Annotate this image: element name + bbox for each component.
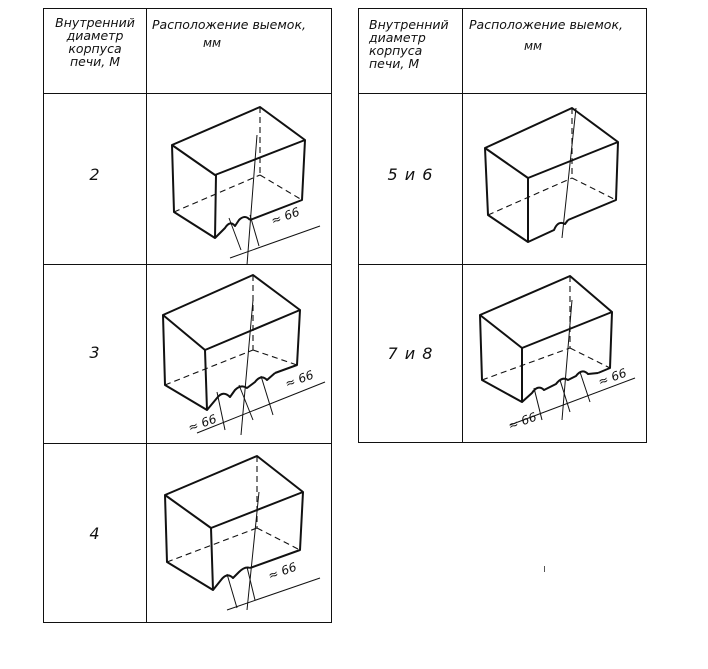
box-right-edge <box>249 139 306 221</box>
extension-line-3 <box>579 371 591 403</box>
right-table: Внутренний диаметр корпуса печи, М Распо… <box>358 8 647 443</box>
hidden-edge-bottom-right <box>256 527 301 551</box>
extension-line-1 <box>228 217 242 251</box>
box-left-face <box>162 314 208 411</box>
right-table-column-divider <box>462 9 463 442</box>
box-right-edge <box>597 311 613 374</box>
right-header-inner-diameter: Внутренний диаметр корпуса печи, М <box>369 17 449 71</box>
box-top-face <box>171 106 306 176</box>
box-left-face <box>479 314 523 403</box>
axis-line <box>561 299 573 421</box>
hidden-edge-bottom-right <box>259 174 303 201</box>
left-row-label-3: 4 <box>89 524 101 543</box>
extension-line-2 <box>246 566 256 601</box>
box-top-face <box>479 275 613 349</box>
dimension-line <box>226 577 321 611</box>
dimension-label: ≈ 66 <box>269 205 302 228</box>
left-header-notch-location: Расположение выемок, <box>152 17 306 32</box>
dimension-line <box>229 225 321 259</box>
scan-speck <box>544 566 545 572</box>
extension-line-2 <box>238 384 254 421</box>
drawing-box-size-2: ≈ 66 <box>171 106 321 266</box>
left-row-label-1: 2 <box>89 165 101 184</box>
hidden-edge-bottom-right <box>252 349 298 366</box>
right-row-label-1: 5 и 6 <box>387 165 434 184</box>
dimension-label-right: ≈ 66 <box>596 366 629 389</box>
box-left-face <box>171 144 217 239</box>
dimension-label: ≈ 66 <box>266 560 299 583</box>
dimension-line <box>509 377 636 426</box>
box-top-face <box>164 455 304 529</box>
notch-outline <box>521 370 599 403</box>
box-top-face <box>162 274 301 351</box>
box-right-edge <box>249 491 304 569</box>
hidden-edge-bottom-left <box>164 349 254 386</box>
left-table-column-divider <box>146 9 147 622</box>
hidden-edge-bottom-right <box>569 347 611 369</box>
extension-line-1 <box>226 573 238 609</box>
drawing-box-size-7-8: ≈ 66 ≈ 66 <box>479 275 636 433</box>
box-left-face <box>164 494 214 591</box>
left-table-header-divider <box>44 93 331 94</box>
left-header-unit: мм <box>203 36 222 50</box>
extension-line-3 <box>260 375 274 416</box>
hidden-edge-bottom-left <box>166 527 258 563</box>
left-table: Внутренний диаметр корпуса печи, М Распо… <box>43 8 332 623</box>
dimension-label-left: ≈ 66 <box>506 410 539 433</box>
box-left-face <box>484 147 529 243</box>
drawing-box-size-3: ≈ 66 ≈ 66 <box>162 274 326 436</box>
drawing-box-size-4: ≈ 66 <box>164 455 321 611</box>
left-table-row-divider-2 <box>44 443 331 444</box>
hidden-edge-bottom-right <box>571 177 617 201</box>
hidden-edge-bottom-left <box>481 347 571 381</box>
left-header-inner-diameter: Внутренний диаметр корпуса печи, М <box>55 15 135 69</box>
box-top-face <box>484 107 619 179</box>
right-table-header-divider <box>359 93 646 94</box>
hidden-edge-bottom-left <box>173 174 261 213</box>
extension-line-1 <box>533 387 543 421</box>
right-header-unit: мм <box>524 39 543 53</box>
right-header-notch-location: Расположение выемок, <box>469 17 623 32</box>
axis-line <box>246 134 258 266</box>
left-table-row-divider-1 <box>44 264 331 265</box>
right-row-label-2: 7 и 8 <box>387 344 434 363</box>
extension-line-1 <box>216 391 226 431</box>
notch-outline <box>214 216 251 239</box>
extension-line-2 <box>249 214 260 247</box>
left-row-label-2: 3 <box>89 343 101 362</box>
dimension-line <box>196 381 326 434</box>
notch-outline <box>527 219 569 243</box>
drawing-box-size-5-6 <box>484 107 619 243</box>
axis-line <box>246 491 260 611</box>
right-table-row-divider-1 <box>359 264 646 265</box>
box-right-edge <box>274 309 301 374</box>
box-right-edge <box>567 141 619 221</box>
hidden-edge-bottom-left <box>487 177 573 216</box>
axis-line <box>561 107 577 239</box>
extension-line-2 <box>559 379 571 413</box>
notch-outline <box>206 372 276 411</box>
notch-outline <box>212 566 251 591</box>
axis-line <box>240 299 254 436</box>
